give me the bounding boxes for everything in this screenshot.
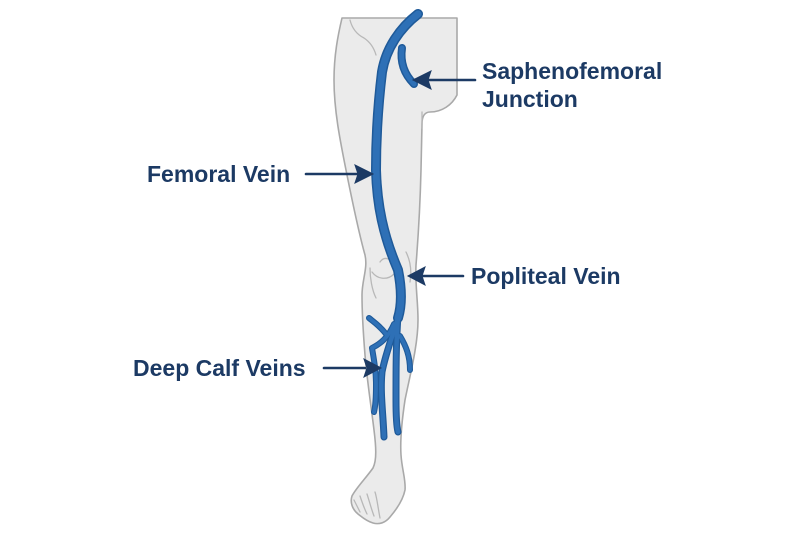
- label-line: Saphenofemoral: [482, 58, 663, 84]
- arrows: [304, 70, 477, 379]
- arrow-femoral-vein: [304, 164, 375, 184]
- label-line: Junction: [482, 86, 578, 112]
- arrow-deep-calf-veins: [322, 357, 383, 379]
- arrow-saphenofemoral-junction: [411, 70, 477, 90]
- veins: [366, 9, 423, 441]
- label-popliteal-vein: Popliteal Vein: [471, 263, 621, 289]
- arrow-popliteal-vein: [406, 265, 465, 287]
- label-saphenofemoral-junction: Saphenofemoral Junction: [482, 57, 662, 113]
- label-deep-calf-veins: Deep Calf Veins: [133, 355, 306, 381]
- label-femoral-vein: Femoral Vein: [147, 161, 291, 187]
